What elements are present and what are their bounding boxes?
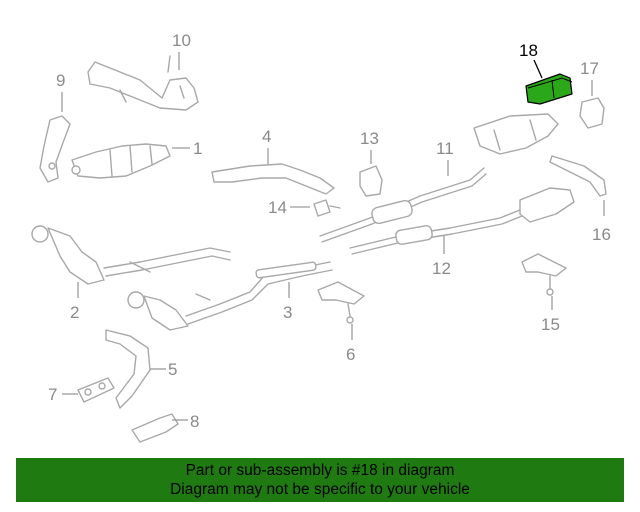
callout-8[interactable]: 8 <box>190 412 199 431</box>
callout-18[interactable]: 18 <box>519 41 538 60</box>
part-1-exhaust-manifold[interactable] <box>71 143 171 179</box>
exhaust-system-diagram: 10 9 1 4 14 13 11 <box>31 31 611 443</box>
callout-9[interactable]: 9 <box>56 71 65 90</box>
part-7-gasket[interactable] <box>77 377 115 403</box>
part-16-bracket[interactable] <box>549 155 607 197</box>
callout-16[interactable]: 16 <box>592 225 611 244</box>
callout-12[interactable]: 12 <box>432 259 451 278</box>
part-3-mid-pipe-assembly[interactable] <box>127 261 333 331</box>
callout-7[interactable]: 7 <box>48 385 57 404</box>
part-12-rear-pipe-muffler[interactable] <box>349 187 575 255</box>
callout-2[interactable]: 2 <box>70 303 79 322</box>
callout-14[interactable]: 14 <box>268 198 287 217</box>
part-13-gasket[interactable] <box>359 165 383 197</box>
callout-15[interactable]: 15 <box>541 315 560 334</box>
part-9-bracket[interactable] <box>39 115 71 183</box>
part-18-exhaust-tip[interactable] <box>525 73 573 105</box>
part-14-clamp[interactable] <box>313 199 341 217</box>
part-2-catalytic-converter[interactable] <box>31 225 231 285</box>
banner-line-disclaimer: Diagram may not be specific to your vehi… <box>170 481 470 498</box>
callout-6[interactable]: 6 <box>346 345 355 364</box>
callout-11[interactable]: 11 <box>436 139 454 158</box>
part-10-bracket[interactable] <box>87 55 199 111</box>
part-8-gasket[interactable] <box>131 413 179 443</box>
part-6-hanger-bracket[interactable] <box>317 281 365 324</box>
callout-4[interactable]: 4 <box>262 127 271 146</box>
callout-17[interactable]: 17 <box>580 59 599 78</box>
callout-3[interactable]: 3 <box>283 303 292 322</box>
callout-10[interactable]: 10 <box>172 31 191 50</box>
part-4-heat-shield[interactable] <box>211 163 335 195</box>
part-17-hanger[interactable] <box>579 97 605 129</box>
info-banner: Part or sub-assembly is #18 in diagram D… <box>16 458 624 502</box>
callout-5[interactable]: 5 <box>168 360 177 379</box>
part-11-rear-pipe-muffler[interactable] <box>319 113 559 243</box>
part-5-bracket[interactable] <box>105 329 151 409</box>
callout-1[interactable]: 1 <box>193 139 202 158</box>
callout-13[interactable]: 13 <box>360 129 379 148</box>
part-15-hanger-bracket[interactable] <box>521 253 567 296</box>
banner-line-part-info: Part or sub-assembly is #18 in diagram <box>185 462 455 479</box>
